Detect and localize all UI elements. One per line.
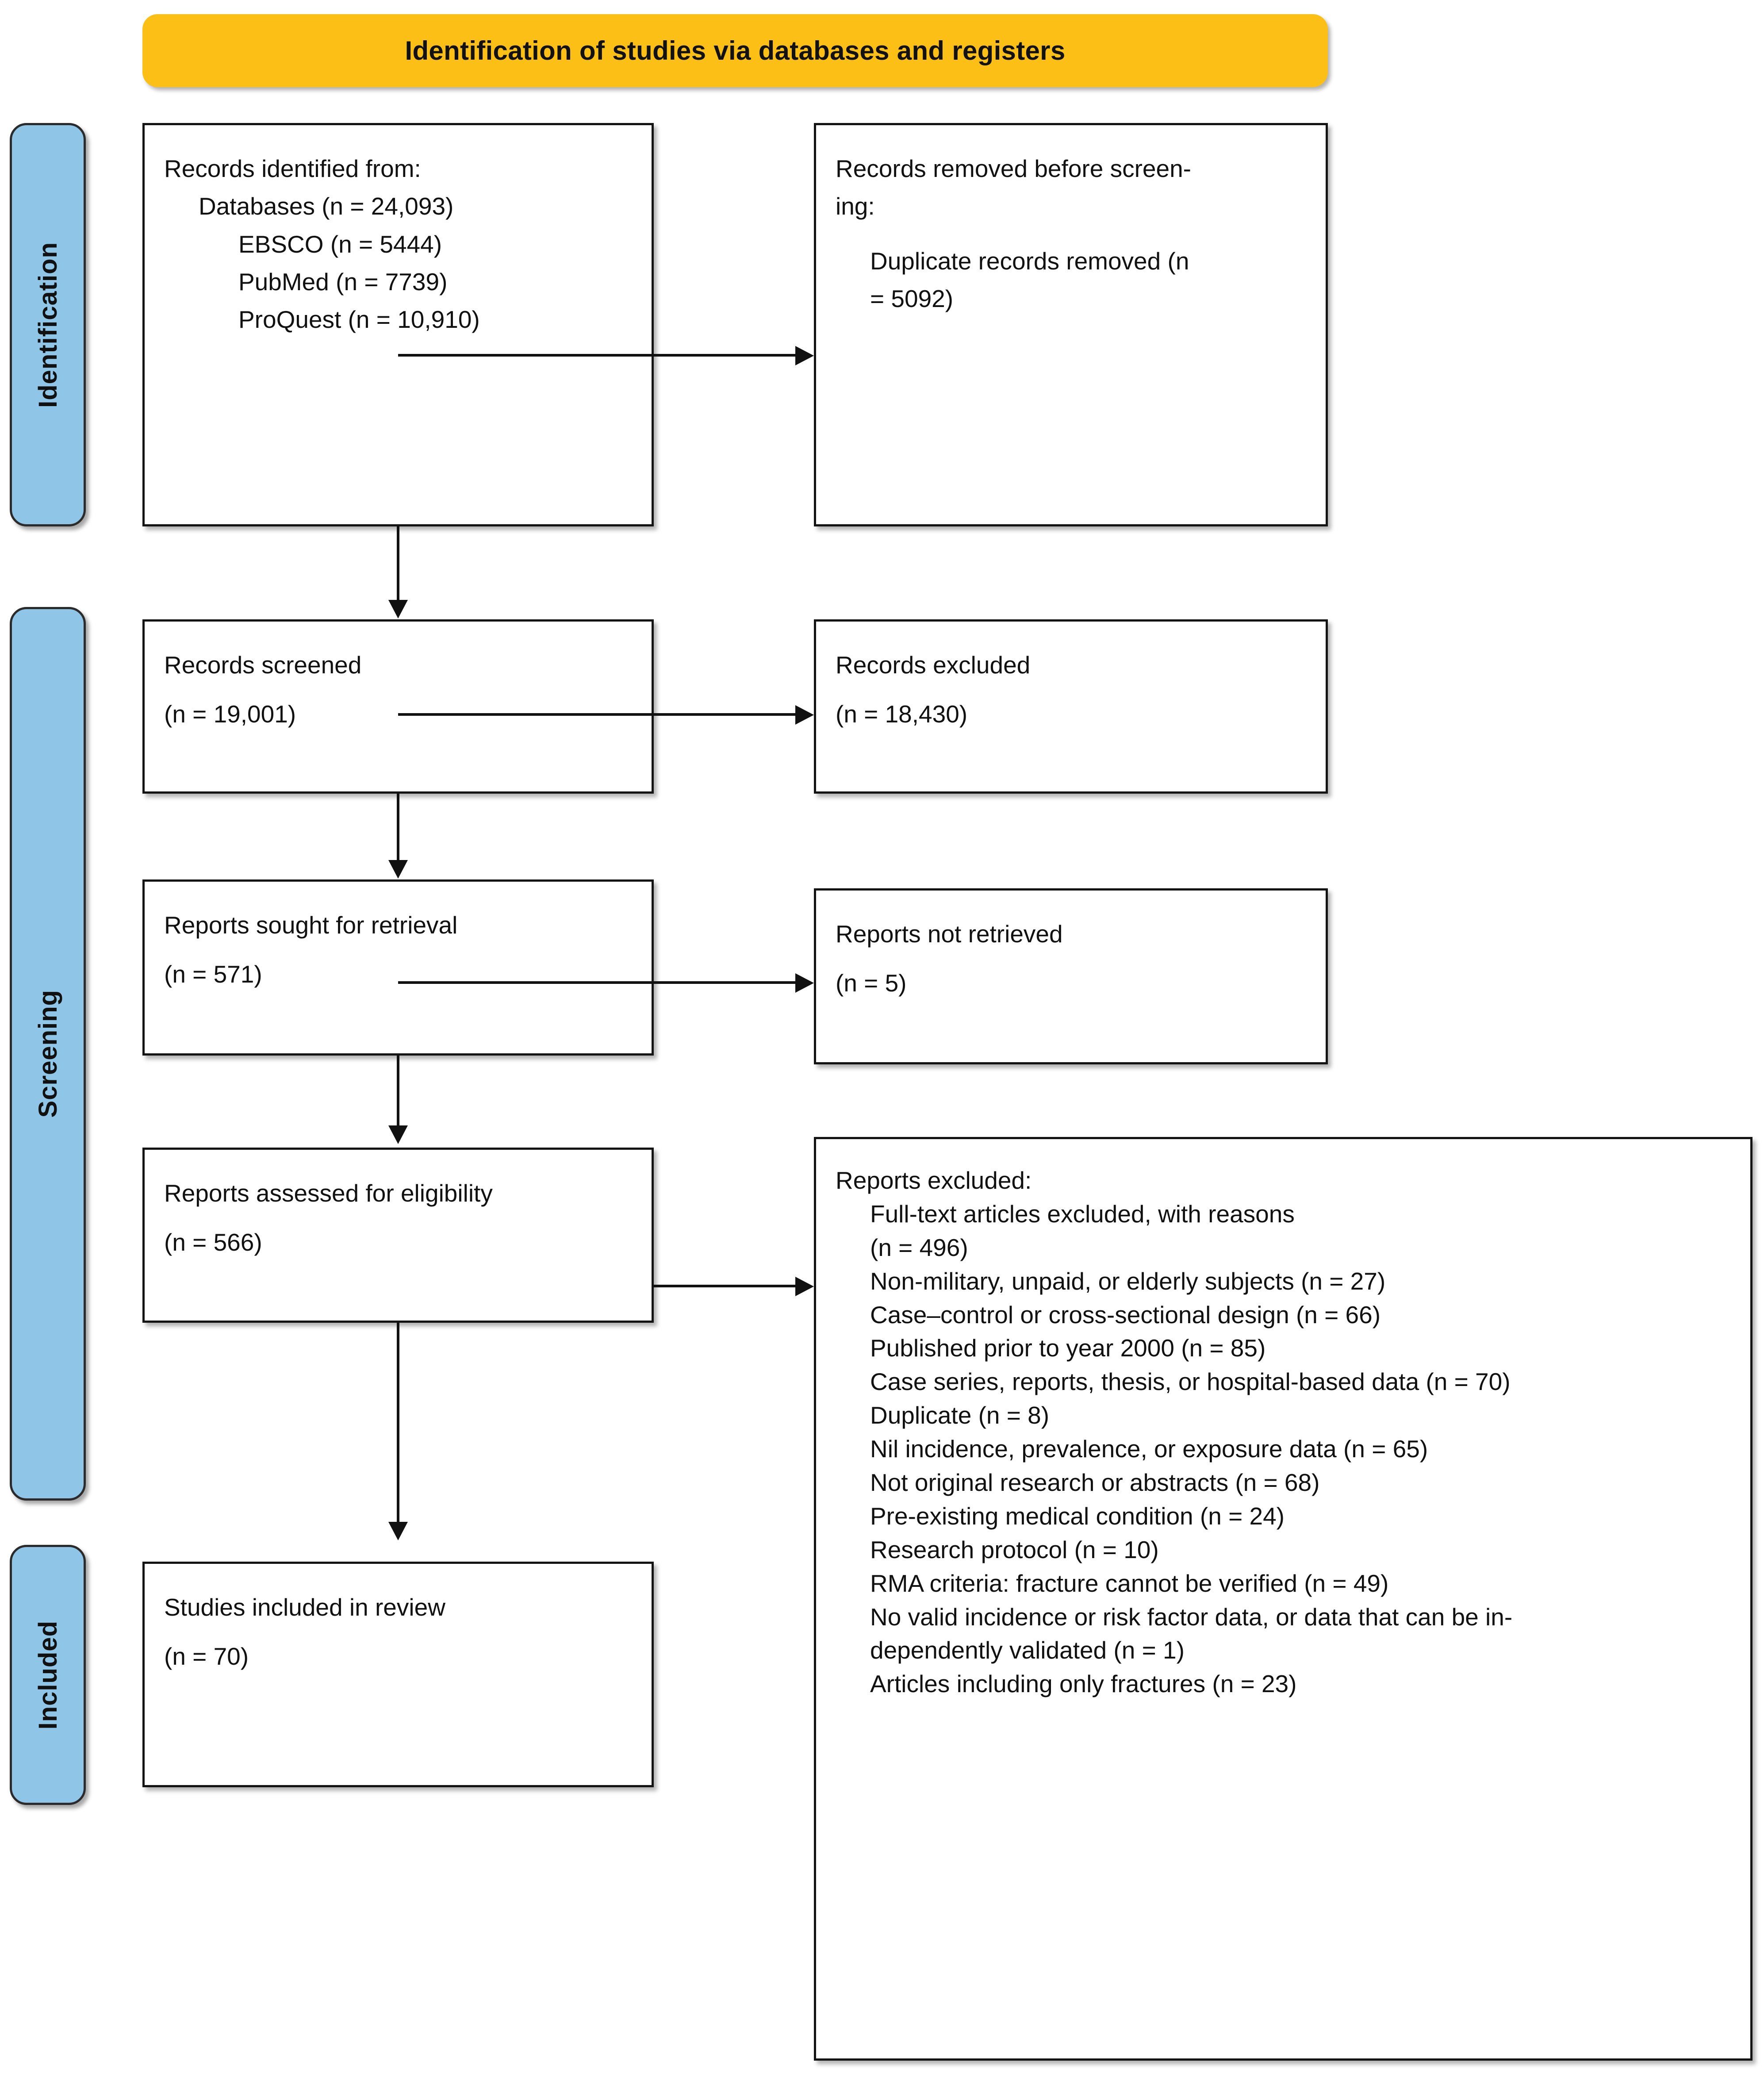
reports-excluded-reason-9: RMA criteria: fracture cannot be verifie… (870, 1569, 1389, 1597)
reports-excluded-reason-5: Nil incidence, prevalence, or exposure d… (870, 1435, 1428, 1463)
records-screened-count: (n = 19,001) (164, 700, 296, 728)
records-identified-item-databases: Databases (n = 24,093) (199, 192, 454, 220)
reports-excluded-reason-4: Duplicate (n = 8) (870, 1401, 1050, 1429)
records-identified-title: Records identified from: (164, 155, 421, 182)
reports-excluded-last-reason: Articles including only fractures (n = 2… (870, 1670, 1297, 1698)
box-records-excluded: Records excluded (n = 18,430) (814, 619, 1328, 794)
studies-included-count: (n = 70) (164, 1643, 249, 1670)
arrowhead-identified-to-removed (795, 346, 814, 365)
connector-screened-to-excluded (398, 713, 795, 716)
arrowhead-assessed-to-studies-included (388, 1522, 408, 1540)
connector-identified-to-removed (398, 354, 795, 357)
records-identified-item-ebsco: EBSCO (n = 5444) (238, 230, 442, 258)
connector-sought-to-not-retrieved (398, 981, 795, 984)
records-excluded-title: Records excluded (836, 651, 1031, 679)
reports-excluded-reason-2: Published prior to year 2000 (n = 85) (870, 1334, 1266, 1362)
reports-excluded-reason-6: Not original research or abstracts (n = … (870, 1469, 1320, 1497)
records-screened-title: Records screened (164, 651, 362, 679)
box-records-removed-before-screening: Records removed before screen- ing: Dupl… (814, 123, 1328, 526)
reports-sought-count: (n = 571) (164, 960, 262, 988)
box-reports-excluded: Reports excluded: Full-text articles exc… (814, 1137, 1752, 2061)
connector-assessed-to-studies-included (397, 1323, 399, 1523)
reports-not-retrieved-title: Reports not retrieved (836, 920, 1063, 948)
reports-assessed-count: (n = 566) (164, 1229, 262, 1256)
reports-excluded-reason-1: Case–control or cross-sectional design (… (870, 1301, 1381, 1328)
records-removed-title-line1: Records removed before screen- (836, 155, 1191, 182)
arrowhead-identified-to-screened (388, 600, 408, 618)
phase-label-identification: Identification (33, 242, 62, 408)
reports-excluded-fulltext-line1: Full-text articles excluded, with reason… (870, 1200, 1295, 1228)
box-records-identified: Records identified from: Databases (n = … (142, 123, 654, 526)
reports-excluded-reason-3: Case series, reports, thesis, or hospita… (870, 1368, 1511, 1396)
arrowhead-sought-to-assessed (388, 1125, 408, 1144)
reports-excluded-reason-7: Pre-existing medical condition (n = 24) (870, 1502, 1285, 1530)
box-reports-sought-for-retrieval: Reports sought for retrieval (n = 571) (142, 879, 654, 1056)
connector-sought-to-assessed (397, 1056, 399, 1126)
reports-excluded-title: Reports excluded: (836, 1167, 1032, 1194)
box-records-screened: Records screened (n = 19,001) (142, 619, 654, 794)
records-removed-title-line2: ing: (836, 192, 875, 220)
records-removed-item-line1: Duplicate records removed (n (870, 247, 1189, 275)
connector-assessed-to-reports-excluded (654, 1285, 795, 1287)
reports-sought-title: Reports sought for retrieval (164, 911, 458, 939)
reports-excluded-fulltext-line2: (n = 496) (870, 1233, 968, 1261)
records-excluded-count: (n = 18,430) (836, 700, 968, 728)
reports-assessed-title: Reports assessed for eligibility (164, 1179, 493, 1207)
phase-bar-screening: Screening (10, 607, 86, 1501)
connector-identified-to-screened (397, 526, 399, 601)
phase-label-included: Included (33, 1620, 62, 1730)
reports-not-retrieved-count: (n = 5) (836, 969, 907, 997)
arrowhead-sought-to-not-retrieved (795, 973, 814, 993)
studies-included-title: Studies included in review (164, 1593, 445, 1621)
phase-label-screening: Screening (33, 990, 62, 1118)
records-identified-item-proquest: ProQuest (n = 10,910) (238, 306, 480, 333)
reports-excluded-reason-8: Research protocol (n = 10) (870, 1536, 1159, 1563)
connector-screened-to-sought (397, 794, 399, 861)
reports-excluded-long-reason-line2: dependently validated (n = 1) (870, 1636, 1185, 1664)
reports-excluded-long-reason-line1: No valid incidence or risk factor data, … (870, 1603, 1513, 1631)
phase-bar-identification: Identification (10, 123, 86, 526)
records-identified-item-pubmed: PubMed (n = 7739) (238, 268, 448, 296)
arrowhead-assessed-to-reports-excluded (795, 1277, 814, 1296)
box-reports-assessed-for-eligibility: Reports assessed for eligibility (n = 56… (142, 1148, 654, 1323)
reports-excluded-reason-0: Non-military, unpaid, or elderly subject… (870, 1267, 1386, 1295)
box-studies-included-in-review: Studies included in review (n = 70) (142, 1562, 654, 1787)
phase-bar-included: Included (10, 1545, 86, 1805)
arrowhead-screened-to-excluded (795, 705, 814, 725)
records-removed-item-line2: = 5092) (870, 284, 954, 312)
stage-header-title: Identification of studies via databases … (405, 36, 1066, 65)
arrowhead-screened-to-sought (388, 860, 408, 879)
stage-header-identification: Identification of studies via databases … (142, 14, 1328, 87)
box-reports-not-retrieved: Reports not retrieved (n = 5) (814, 888, 1328, 1064)
